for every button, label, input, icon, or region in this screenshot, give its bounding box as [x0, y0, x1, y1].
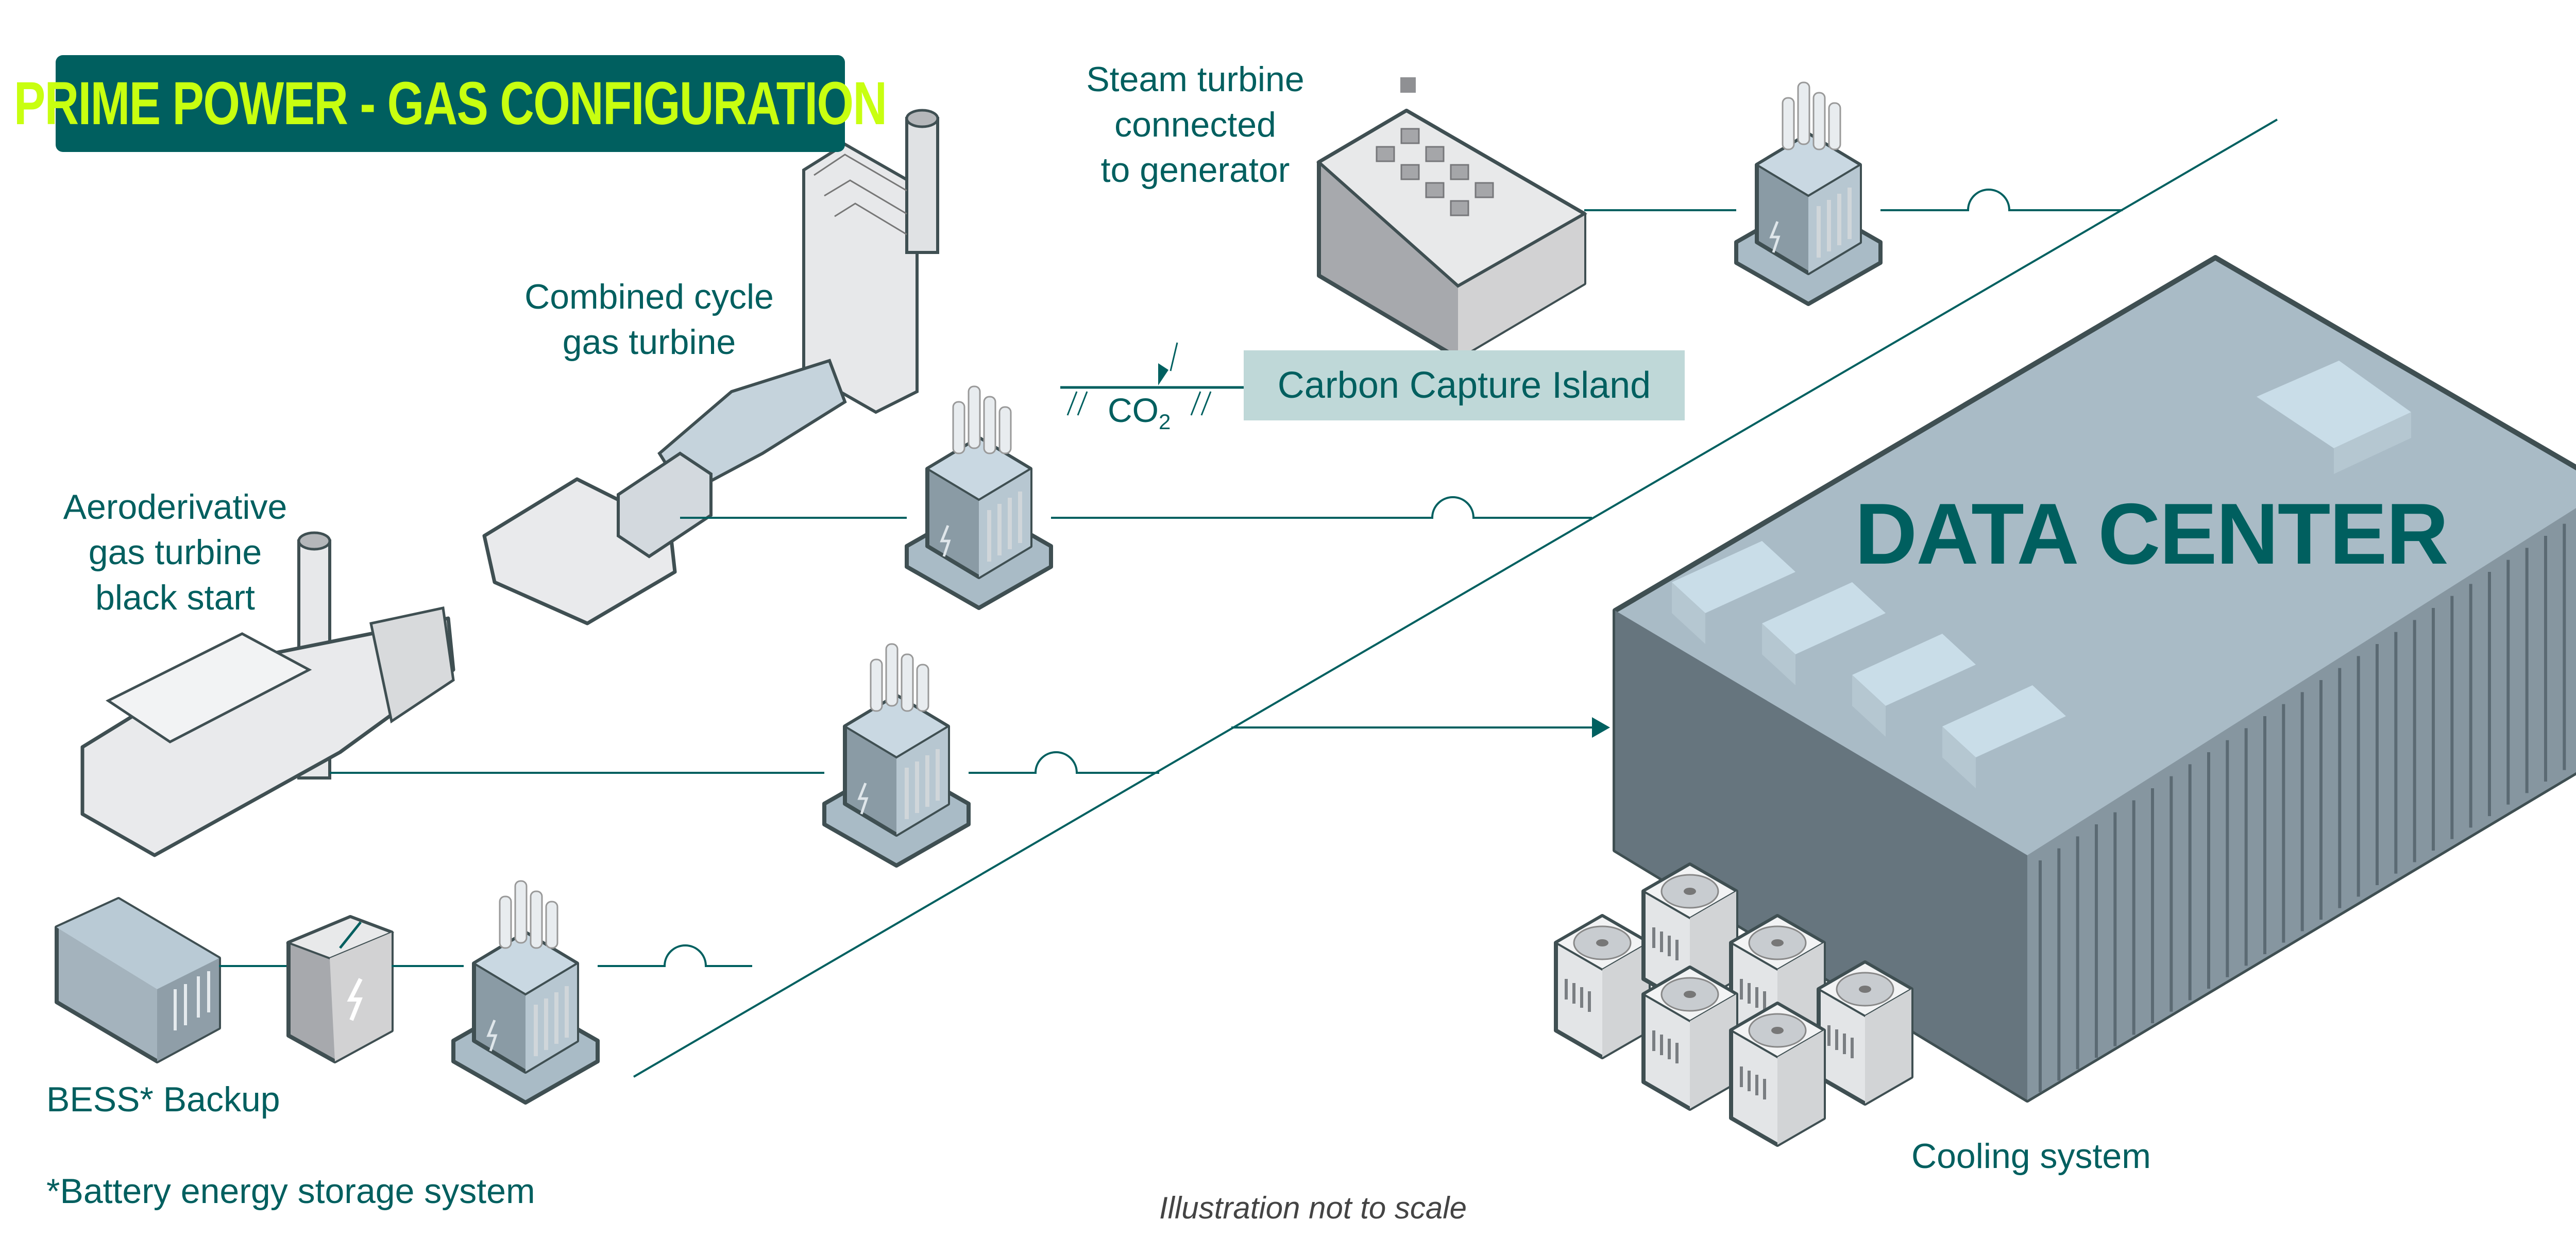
label-line: gas turbine: [562, 323, 736, 362]
battery-icon: [55, 897, 221, 1063]
steam-turbine-label: Steam turbine connected to generator: [1051, 57, 1340, 193]
co2-ground-icon: [1060, 342, 1244, 416]
steam-turbine-icon: [1316, 77, 1588, 360]
label-line: Aeroderivative: [63, 487, 287, 527]
footnote: *Battery energy storage system: [46, 1172, 535, 1211]
aeroderivative-label: Aeroderivative gas turbine black start: [31, 484, 319, 620]
transformer-icon: [824, 644, 969, 866]
arrow-head-icon: [1592, 717, 1610, 738]
inverter-icon: [285, 915, 395, 1063]
label-line: connected: [1114, 105, 1276, 144]
scale-note: Illustration not to scale: [1159, 1191, 1467, 1225]
combined-cycle-label: Combined cycle gas turbine: [495, 274, 804, 365]
site-boundary-line: [633, 118, 2278, 1078]
cooling-system-label: Cooling system: [1911, 1137, 2151, 1176]
carbon-capture-box: Carbon Capture Island: [1244, 350, 1685, 420]
label-line: black start: [95, 578, 255, 617]
title-banner: PRIME POWER - GAS CONFIGURATION: [14, 55, 887, 152]
aeroderivative-turbine-icon: [80, 531, 455, 857]
data-center-label: DATA CENTER: [1855, 485, 2449, 582]
label-line: Combined cycle: [524, 277, 774, 316]
gas-turbine-icon: [482, 109, 939, 625]
transformer-icon: [907, 386, 1051, 608]
carbon-capture-label: Carbon Capture Island: [1277, 365, 1651, 406]
label-line: Steam turbine: [1086, 60, 1304, 99]
label-line: to generator: [1100, 150, 1290, 190]
co2-text: CO: [1108, 391, 1159, 429]
transformer-icon: [1736, 82, 1880, 304]
transformer-icon: [453, 881, 598, 1103]
page-title: PRIME POWER - GAS CONFIGURATION: [14, 70, 887, 138]
co2-subscript: 2: [1159, 410, 1171, 434]
label-line: gas turbine: [88, 533, 262, 572]
data-center-icon: [1613, 255, 2576, 1103]
co2-label: CO2: [1108, 391, 1171, 434]
bess-label: BESS* Backup: [46, 1080, 280, 1119]
